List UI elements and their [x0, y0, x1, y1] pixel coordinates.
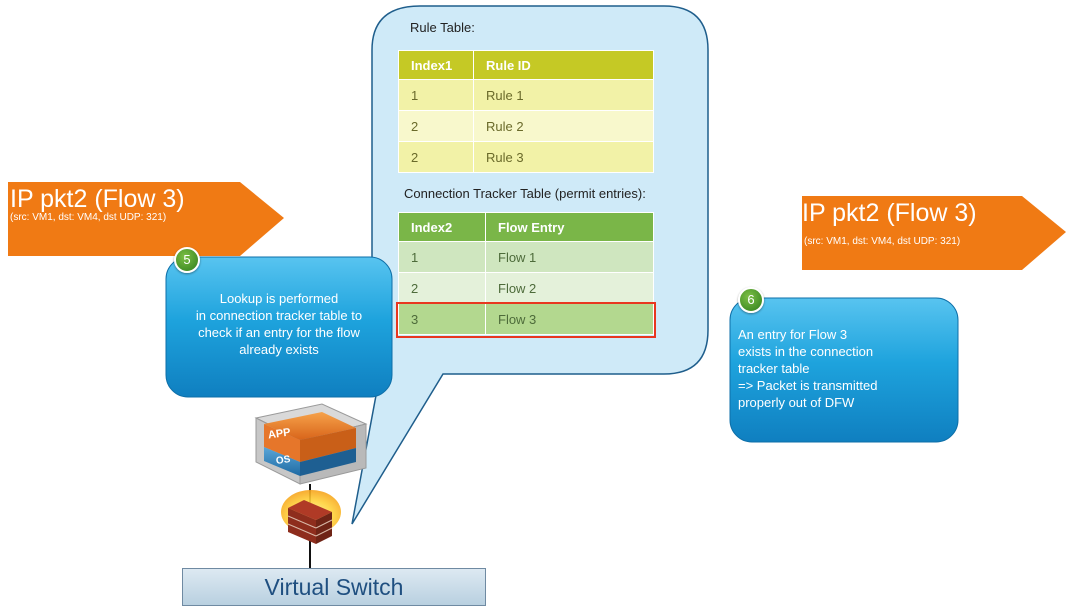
table-cell: Flow 3	[485, 303, 654, 335]
table-cell: Rule 2	[473, 110, 654, 142]
table-row: 2 Rule 2	[398, 110, 654, 142]
virtual-switch: Virtual Switch	[182, 568, 486, 606]
table-cell: 1	[398, 79, 474, 111]
vm-os-label: OS	[275, 454, 292, 467]
step5-callout-text: Lookup is performed in connection tracke…	[166, 290, 392, 358]
table-cell: 2	[398, 110, 474, 142]
table-row-highlighted: 3 Flow 3	[398, 303, 654, 335]
right-packet-arrow	[802, 196, 1066, 270]
step6-line: => Packet is transmitted	[738, 378, 878, 393]
table-cell: Rule 3	[473, 141, 654, 173]
step6-line: exists in the connection	[738, 344, 874, 359]
conn-table: Index2 Flow Entry 1 Flow 1 2 Flow 2 3 Fl…	[398, 212, 654, 335]
conn-table-header-row: Index2 Flow Entry	[398, 212, 654, 242]
step5-badge: 5	[174, 247, 200, 273]
step5-line: already exists	[239, 342, 319, 357]
left-packet-title: IP pkt2 (Flow 3)	[10, 185, 185, 213]
step6-callout-text: An entry for Flow 3 exists in the connec…	[738, 326, 952, 411]
step6-callout-box	[729, 297, 959, 443]
flow3-highlight-box	[396, 302, 656, 338]
step5-line: check if an entry for the flow	[198, 325, 360, 340]
rule-table: Index1 Rule ID 1 Rule 1 2 Rule 2 2 Rule …	[398, 50, 654, 173]
left-packet-subtitle: (src: VM1, dst: VM4, dst UDP: 321)	[10, 212, 167, 223]
table-cell: Flow 1	[485, 241, 654, 273]
table-row: 2 Flow 2	[398, 272, 654, 304]
step6-line: tracker table	[738, 361, 810, 376]
table-cell: 2	[398, 272, 486, 304]
rule-table-header-row: Index1 Rule ID	[398, 50, 654, 80]
table-cell: 2	[398, 141, 474, 173]
rule-table-label: Rule Table:	[410, 20, 475, 35]
step6-badge: 6	[738, 287, 764, 313]
conn-table-label: Connection Tracker Table (permit entries…	[404, 186, 646, 201]
table-row: 1 Rule 1	[398, 79, 654, 111]
left-packet-arrow	[8, 182, 284, 256]
firewall-icon	[281, 490, 341, 544]
right-packet-subtitle: (src: VM1, dst: VM4, dst UDP: 321)	[804, 236, 961, 247]
table-cell: Flow 2	[485, 272, 654, 304]
rule-table-header: Rule ID	[473, 50, 654, 80]
step6-line: properly out of DFW	[738, 395, 855, 410]
conn-table-header: Index2	[398, 212, 486, 242]
table-cell: 1	[398, 241, 486, 273]
table-cell: Rule 1	[473, 79, 654, 111]
step5-line: in connection tracker table to	[195, 308, 363, 323]
conn-table-header: Flow Entry	[485, 212, 654, 242]
table-row: 2 Rule 3	[398, 141, 654, 173]
step5-line: Lookup is performed	[219, 291, 339, 306]
table-cell: 3	[398, 303, 486, 335]
vm-icon	[254, 403, 368, 485]
table-row: 1 Flow 1	[398, 241, 654, 273]
step5-callout-box	[165, 256, 393, 398]
step6-line: An entry for Flow 3	[738, 327, 848, 342]
right-packet-title: IP pkt2 (Flow 3)	[802, 199, 977, 227]
rule-table-header: Index1	[398, 50, 474, 80]
